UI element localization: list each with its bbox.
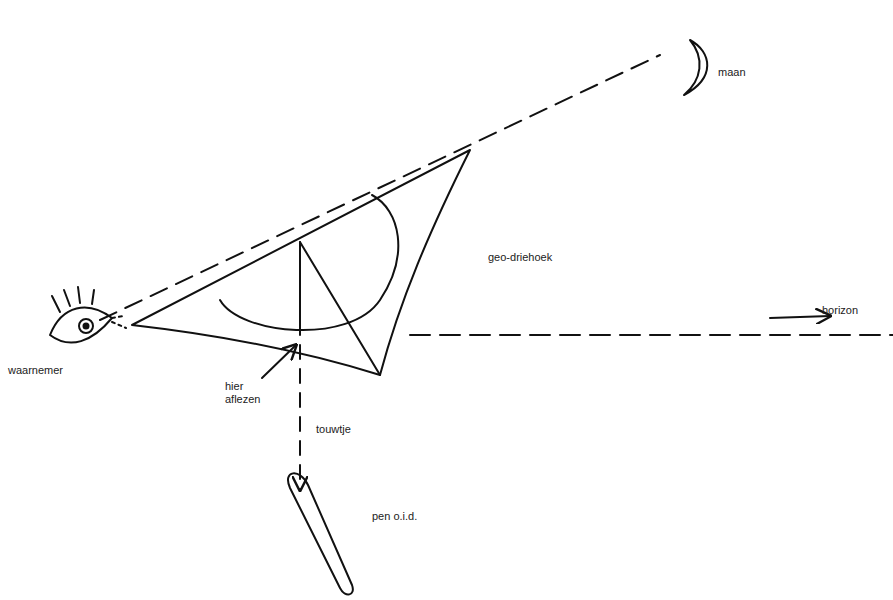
- reading-arrow: [262, 345, 296, 378]
- horizon-arrow: [770, 316, 830, 318]
- sight-line: [100, 55, 660, 320]
- pen: [288, 473, 353, 594]
- eye: [50, 287, 126, 343]
- string: [299, 242, 301, 335]
- string: [299, 345, 301, 490]
- label: geo-driehoek: [488, 251, 552, 264]
- protractor-arc: [220, 195, 398, 330]
- label: touwtje: [316, 423, 351, 436]
- label: pen o.i.d.: [372, 510, 417, 523]
- label: maan: [718, 66, 746, 79]
- horizon-line: [410, 334, 893, 336]
- label: waarnemer: [8, 364, 63, 377]
- label: hier aflezen: [225, 380, 271, 406]
- triangle-line: [300, 242, 380, 375]
- moon: [684, 40, 707, 95]
- set-square: [132, 150, 470, 375]
- label: horizon: [822, 304, 858, 317]
